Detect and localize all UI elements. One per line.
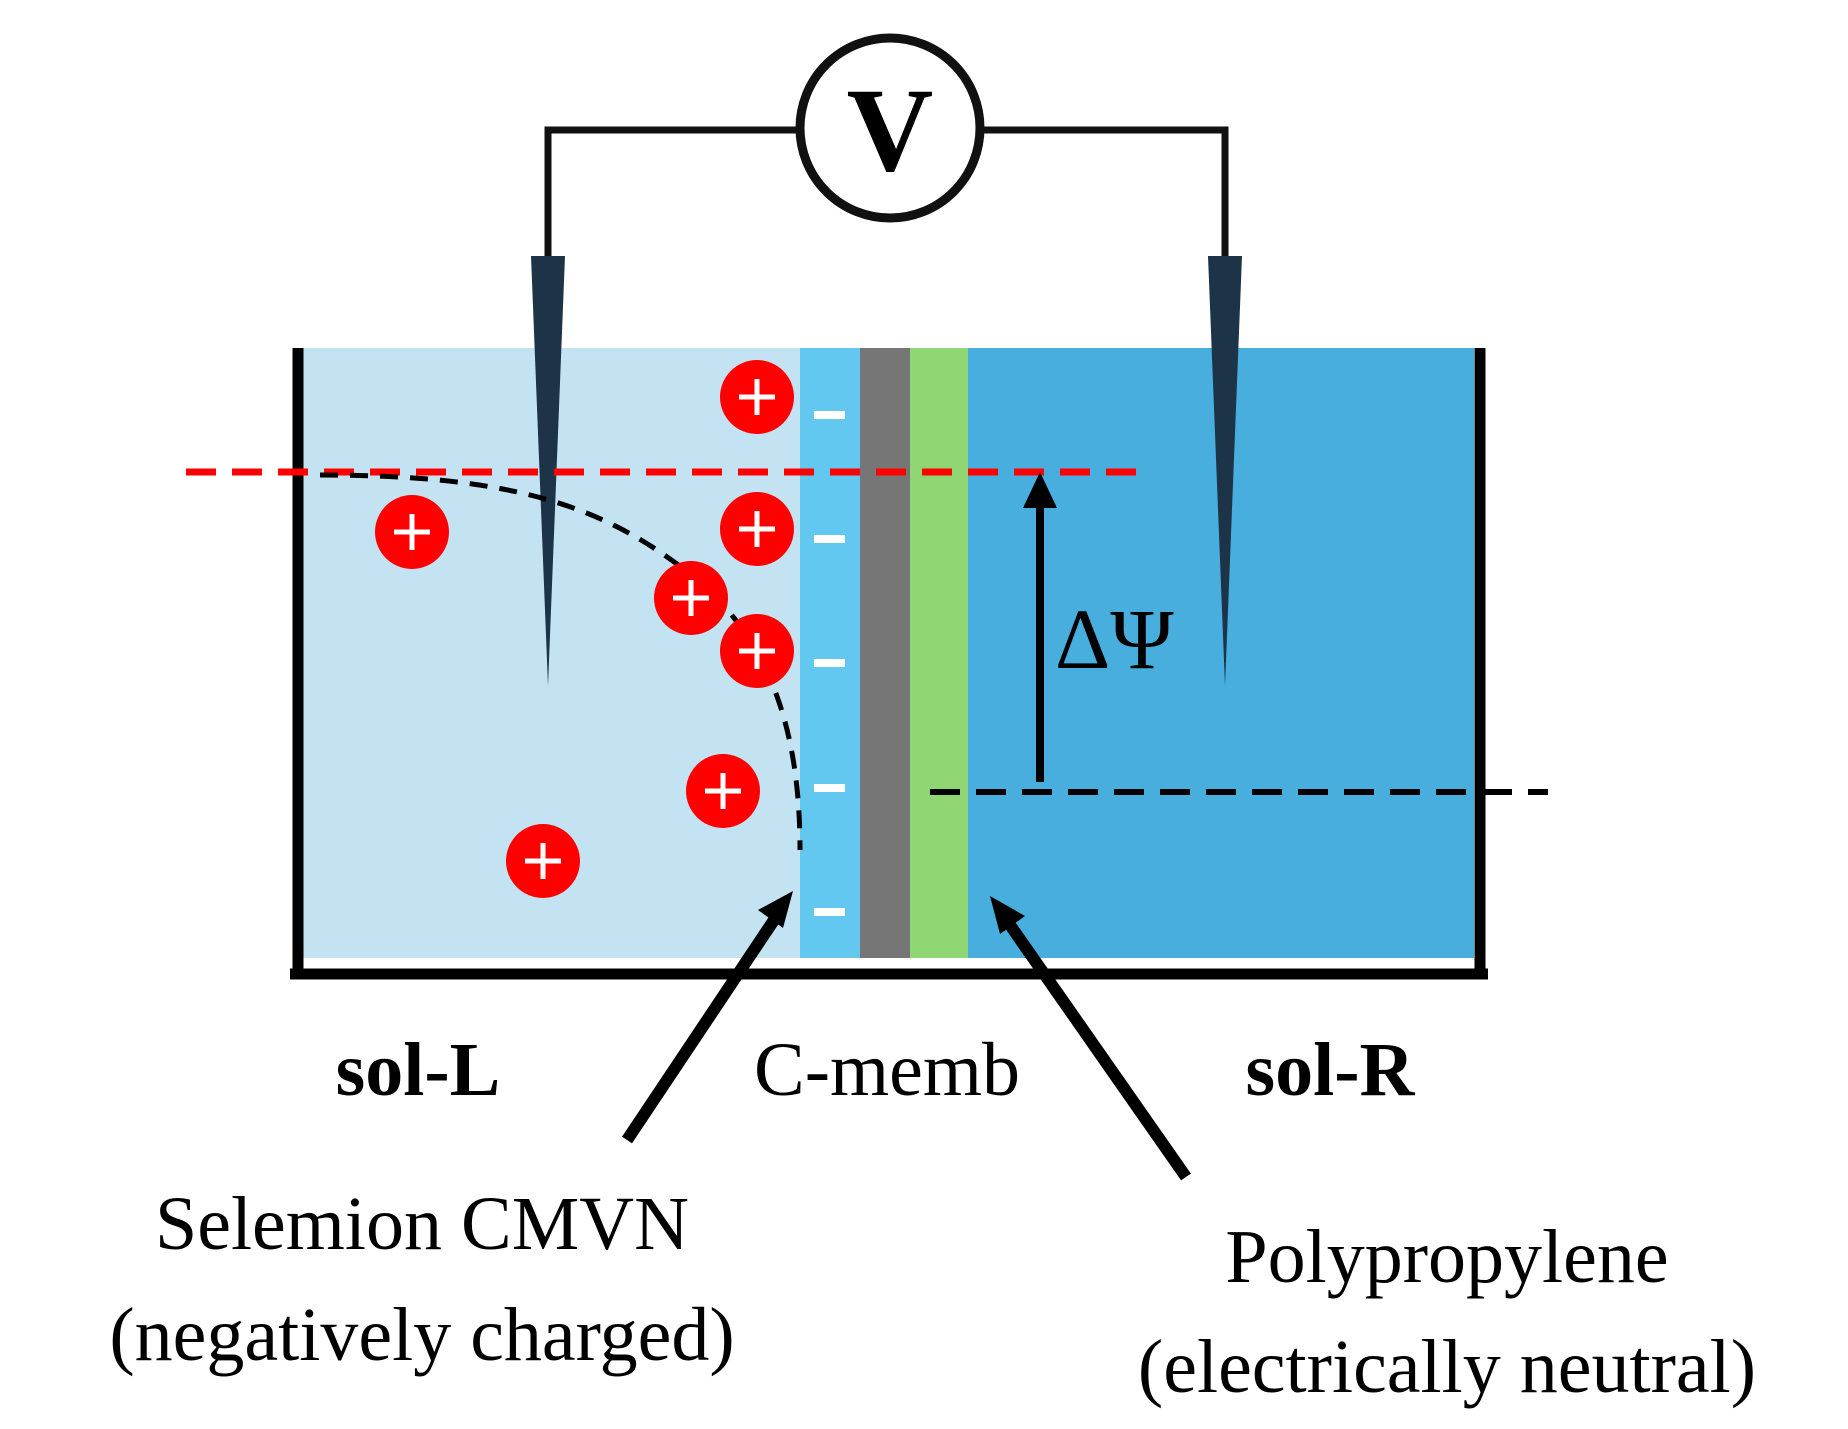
container [290,348,1488,980]
selemion-name-label: Selemion CMVN [155,1182,689,1266]
cation [506,824,580,898]
selemion-layer [800,348,860,958]
cation [720,614,794,688]
voltmeter-symbol: V [847,63,934,196]
cation [375,495,449,569]
voltmeter-circle [795,33,985,223]
electrode-left [531,256,565,686]
delta-psi-label: ΔΨ [1055,591,1174,687]
cation [686,754,760,828]
anion-charge [814,784,845,792]
potential-arrow [1023,472,1057,782]
polypropylene-charge-label: (electrically neutral) [1138,1325,1756,1409]
polypropylene-callout-arrow [990,896,1191,1181]
anion-charge [814,535,845,543]
selemion-charge-label: (negatively charged) [109,1293,734,1377]
circuit-wires [544,126,1229,258]
sol-left-label: sol-L [336,1028,501,1112]
voltmeter: V [795,33,985,223]
membrane-label: C-memb [754,1028,1020,1112]
polypropylene-name-label: Polypropylene [1225,1215,1668,1299]
carbon-layer [860,348,910,958]
sol-right-label: sol-R [1246,1028,1416,1112]
cation [654,561,728,635]
anion-charge [814,659,845,667]
selemion-callout-arrow [622,891,793,1144]
cation [720,360,794,434]
cation [720,492,794,566]
anion-charge [814,908,845,916]
anion-charge [814,411,845,419]
polypropylene-layer [910,348,968,958]
electrode-right [1208,256,1242,686]
